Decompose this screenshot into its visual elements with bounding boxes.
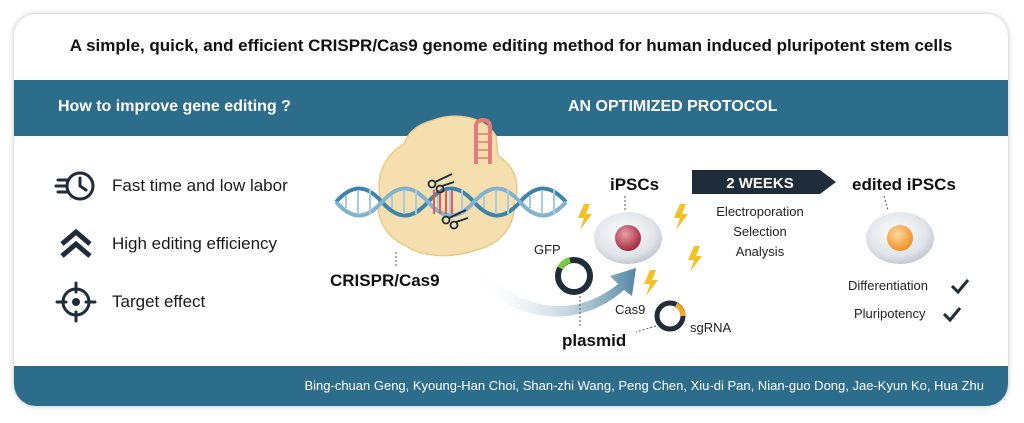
lightning-icon: [578, 204, 702, 296]
cas9-protein-shape: [377, 115, 518, 257]
feature-label: Target effect: [112, 292, 206, 311]
check-label: Pluripotency: [854, 306, 926, 321]
crispr-label: CRISPR/Cas9: [330, 271, 440, 290]
footer-band: Bing-chuan Geng, Kyoung-Han Choi, Shan-z…: [14, 366, 1008, 406]
step-label: Electroporation: [716, 204, 803, 219]
feature-item-efficiency: High editing efficiency: [54, 222, 277, 266]
feature-label: High editing efficiency: [112, 234, 278, 253]
graphical-abstract-card: A simple, quick, and efficient CRISPR/Ca…: [14, 14, 1008, 406]
sgrna-label: sgRNA: [690, 320, 732, 335]
duration-label: 2 WEEKS: [726, 175, 794, 192]
protocol-diagram: CRISPR/Cas9 GFP Cas9 sgRNA plasmid iPSCs: [330, 115, 970, 350]
checkmark-icon: [950, 279, 970, 295]
cas9-plasmid-label: Cas9: [615, 302, 645, 317]
gfp-plasmid: [555, 257, 593, 295]
feature-item-target: Target effect: [54, 280, 205, 324]
guide-rna-hairpin: [474, 118, 492, 164]
check-label: Differentiation: [848, 278, 928, 293]
crosshair-target-icon: [55, 281, 97, 323]
author-list: Bing-chuan Geng, Kyoung-Han Choi, Shan-z…: [304, 378, 984, 393]
ipsc-nucleus: [615, 225, 641, 251]
section-band: How to improve gene editing ? AN OPTIMIZ…: [14, 80, 1008, 136]
scissors-icon: [427, 173, 455, 194]
page-title: A simple, quick, and efficient CRISPR/Ca…: [69, 36, 953, 55]
gfp-label: GFP: [534, 242, 561, 257]
duration-arrow: [692, 170, 836, 194]
feature-label: Fast time and low labor: [112, 176, 288, 195]
step-label: Analysis: [736, 244, 785, 259]
edited-ipsc-label: edited iPSCs: [852, 175, 956, 194]
checkmark-icon: [942, 307, 962, 323]
delivery-arrow: [472, 268, 636, 317]
band-left-heading: How to improve gene editing ?: [58, 98, 291, 115]
cas9-plasmid: [654, 300, 686, 332]
feature-item-fast: Fast time and low labor: [54, 164, 288, 208]
band-right-heading: AN OPTIMIZED PROTOCOL: [568, 98, 778, 115]
ipsc-label: iPSCs: [610, 175, 659, 194]
edited-ipsc-nucleus: [887, 225, 913, 251]
plasmid-label: plasmid: [562, 331, 626, 350]
dna-helix: [334, 186, 568, 218]
fast-clock-icon: [54, 171, 95, 201]
scissors-icon: [441, 209, 469, 230]
step-label: Selection: [733, 224, 786, 239]
double-chevron-up-icon: [60, 228, 92, 258]
